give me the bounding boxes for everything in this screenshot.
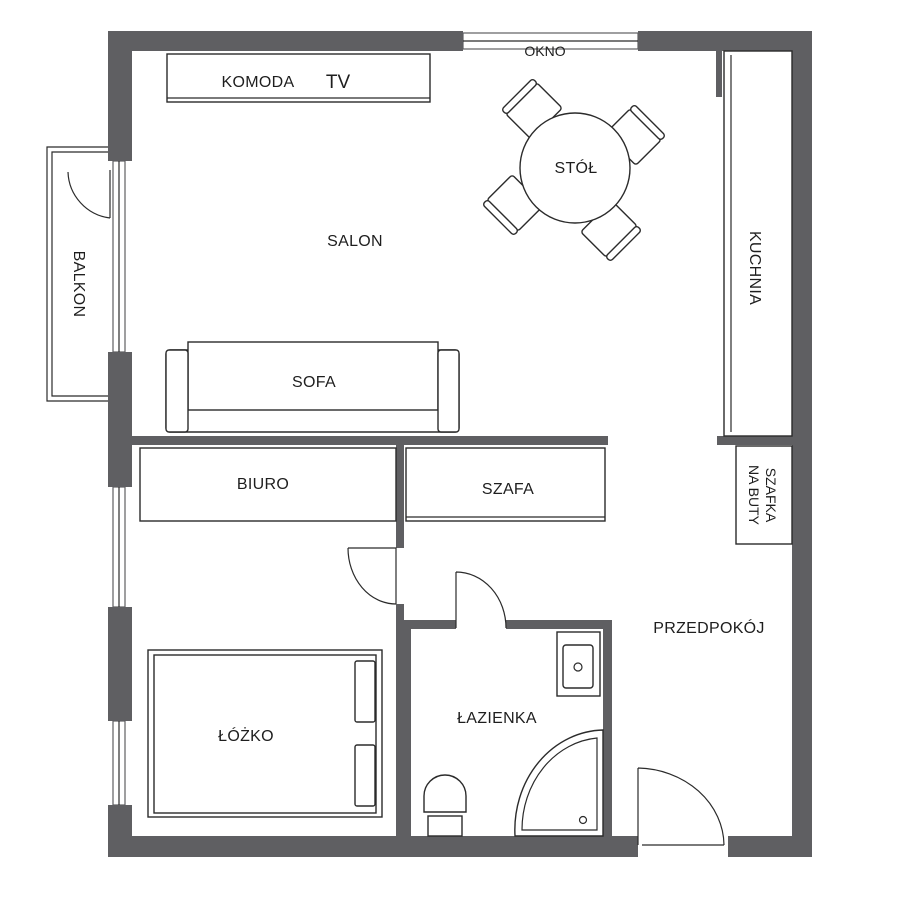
bed [147,649,383,818]
balkon-label: BALKON [70,251,87,318]
wall-bottom-left [108,836,638,857]
bedroom-door [347,547,397,605]
wall-right [792,31,812,857]
lazienka-label: ŁAZIENKA [457,710,537,727]
bathroom-door [455,571,507,629]
biuro-label: BIURO [237,476,289,493]
szafa-label: SZAFA [482,481,534,498]
wall-bedroom-right-upper [396,440,404,548]
wall-top-left [108,31,463,51]
kuchnia-label: KUCHNIA [746,231,763,305]
szafka-label-line2: NA BUTY [746,465,762,526]
wall-left-upper [108,31,132,161]
shoe-cabinet [735,445,793,545]
dining-table-group [483,79,665,261]
labels: OKNO KOMODA TV STÓŁ SALON SOFA BALKON KU… [70,43,779,745]
wall-left-bedroom [108,607,132,721]
salon-label: SALON [327,233,383,250]
wall-bath-left [402,620,411,842]
komoda-label: KOMODA [222,74,295,91]
dining-table [519,112,631,224]
wall-bath-top-left [402,620,456,629]
wall-bottom-right [728,836,812,857]
sofa [165,341,460,433]
okno-label: OKNO [524,43,565,59]
komoda-tv-unit [166,53,431,103]
wall-bedroom-right-lower [396,604,404,844]
wardrobe [405,447,606,522]
wall-left-mid [108,352,132,487]
wall-kitchen-stub [717,436,794,445]
interior-walls [108,436,794,844]
wall-bath-top-right [506,620,612,629]
exterior-walls [108,31,812,857]
lozko-label: ŁÓŻKO [218,726,274,745]
bathroom-fixtures [423,631,604,837]
toilet [423,774,467,837]
doors [347,547,725,846]
desk [139,447,397,522]
wall-salon-bottom [108,436,608,445]
tv-label: TV [326,72,351,93]
shower [514,729,604,837]
windows [112,32,639,806]
wall-bath-right [603,620,612,842]
stol-label: STÓŁ [555,158,598,177]
entrance-door [637,767,725,846]
sink [556,631,601,697]
chair-top-left [502,79,562,139]
sofa-label: SOFA [292,374,336,391]
wall-top-right [638,31,812,51]
przedpokoj-label: PRZEDPOKÓJ [653,618,764,637]
kitchen-counter [716,50,793,437]
szafka-label-line1: SZAFKA [763,468,779,523]
balcony-door-swing [67,170,111,219]
balcony [46,146,111,402]
